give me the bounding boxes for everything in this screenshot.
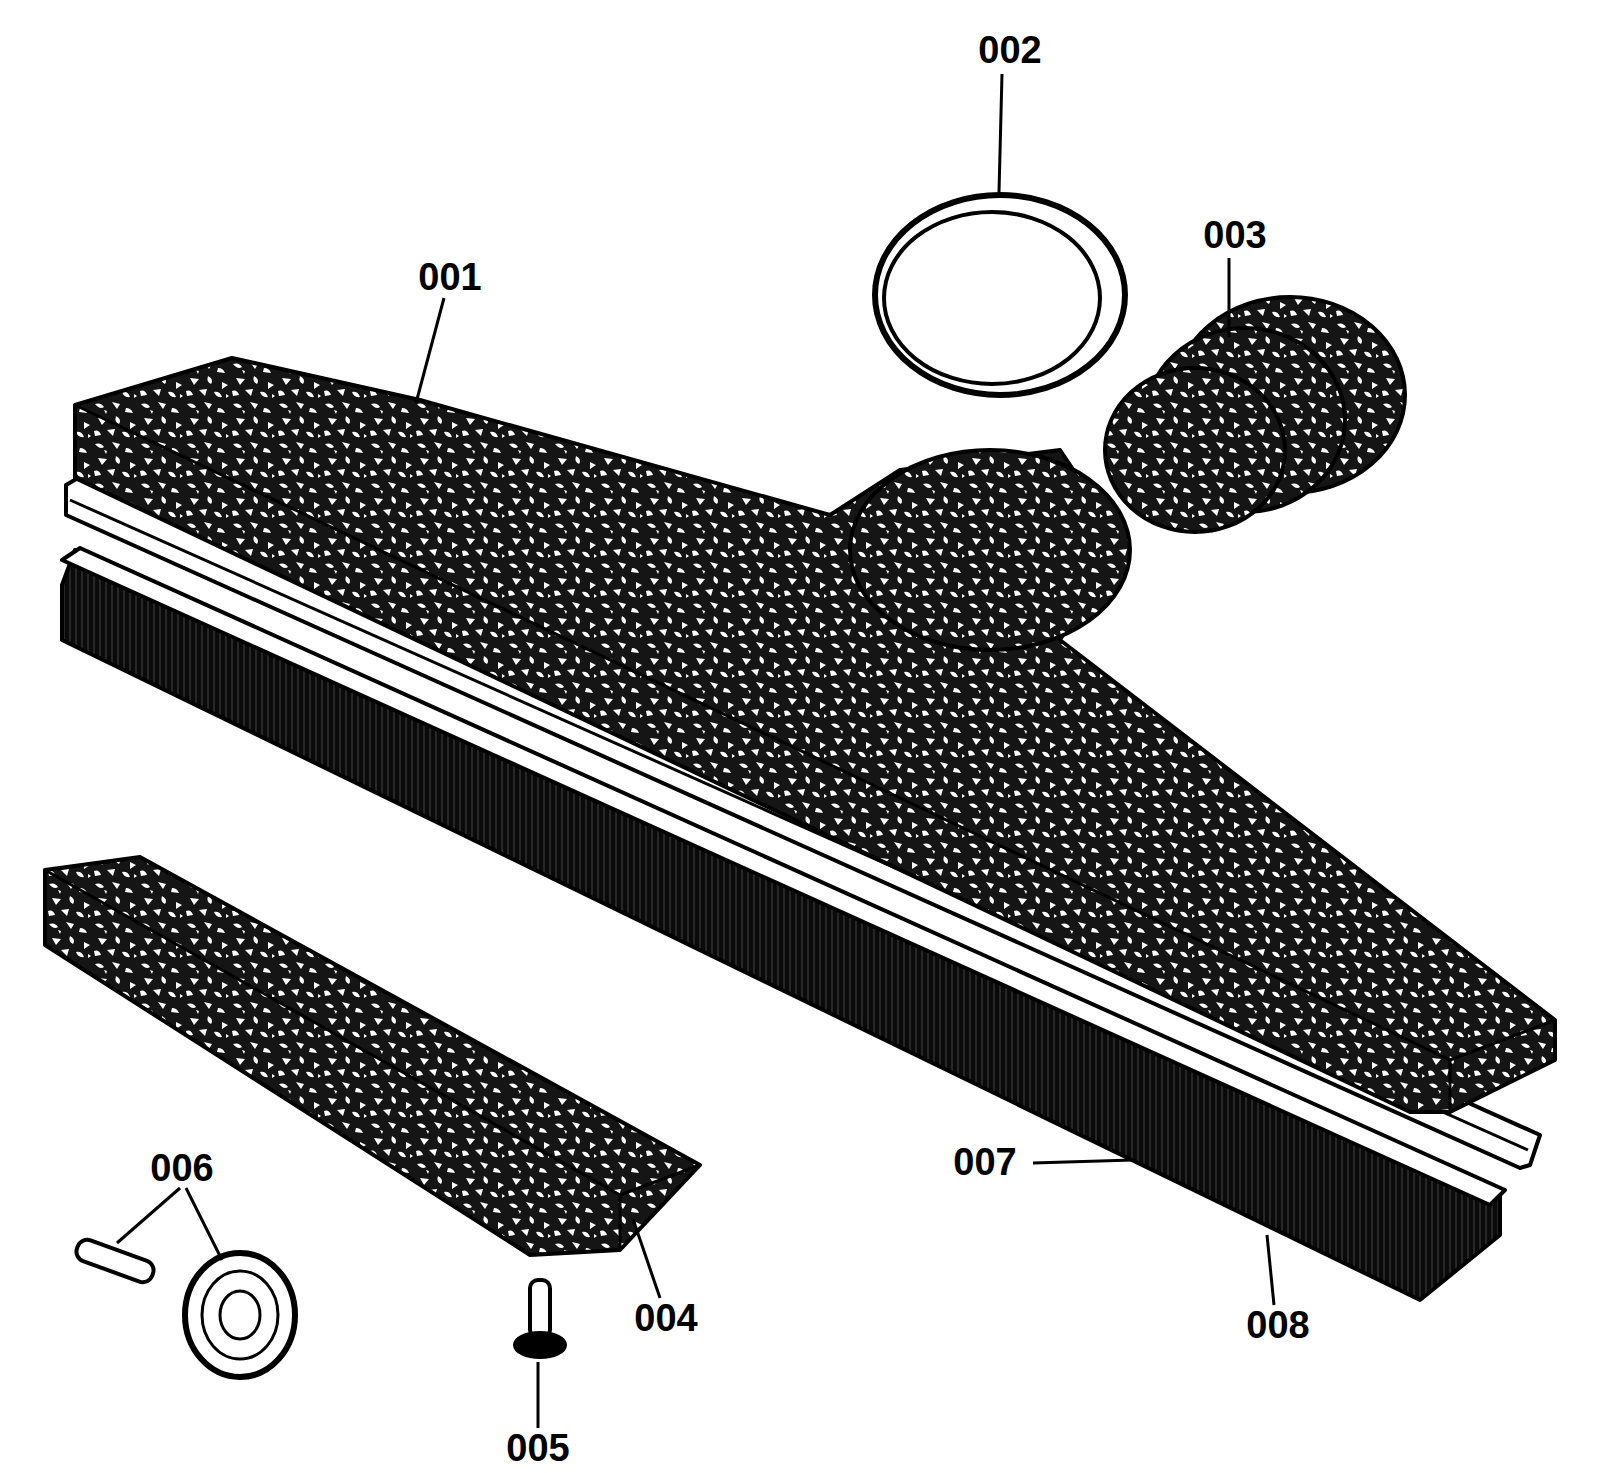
callout-number: 007 <box>951 1143 1018 1181</box>
callout-number: 005 <box>504 1429 571 1467</box>
callout-number: 008 <box>1244 1306 1311 1344</box>
callout-number: 002 <box>976 31 1043 69</box>
callout-number: 001 <box>416 258 483 296</box>
callout-number: 003 <box>1201 216 1268 254</box>
callout-number: 004 <box>632 1299 699 1337</box>
callout-number: 006 <box>148 1149 215 1187</box>
